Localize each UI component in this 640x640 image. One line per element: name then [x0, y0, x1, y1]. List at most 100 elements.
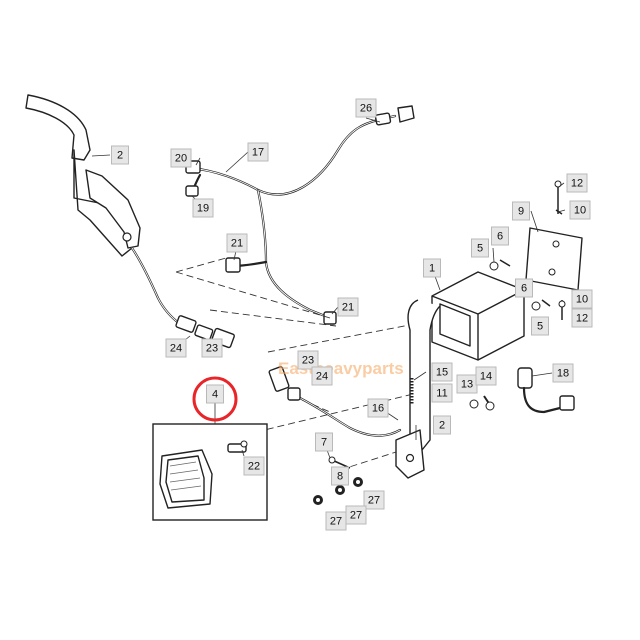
callout-c27a: 27: [363, 490, 385, 510]
callout-c2a: 2: [111, 145, 129, 165]
callout-number: 2: [117, 150, 123, 162]
callout-box: [566, 173, 588, 193]
callout-c18: 18: [552, 363, 574, 383]
fasteners: [313, 456, 363, 505]
callout-box: [337, 297, 359, 317]
callout-c22: 22: [243, 456, 265, 476]
harness-16: [268, 366, 402, 437]
callout-box: [433, 415, 451, 435]
callout-number: 9: [518, 206, 524, 218]
callout-c5b: 5: [531, 316, 549, 336]
callout-number: 12: [576, 313, 588, 325]
callout-c27b: 27: [345, 505, 367, 525]
callout-box: [331, 466, 349, 486]
callout-box: [165, 338, 187, 358]
callout-c19: 19: [192, 198, 214, 218]
callout-box: [206, 384, 224, 404]
callout-number: 10: [574, 205, 586, 217]
hardware: [469, 180, 566, 411]
callout-box: [552, 363, 574, 383]
callout-c26: 26: [355, 98, 377, 118]
callout-number: 27: [368, 495, 380, 507]
callout-box: [423, 258, 441, 278]
callout-c15: 15: [431, 362, 453, 382]
callout-box: [569, 200, 591, 220]
callout-box: [315, 432, 333, 452]
callout-c23b: 23: [297, 350, 319, 370]
callout-c12b: 12: [571, 308, 593, 328]
callout-c23a: 23: [201, 338, 223, 358]
callout-number: 27: [350, 510, 362, 522]
callout-number: 11: [436, 388, 447, 400]
callout-number: 26: [360, 103, 372, 115]
callout-box: [571, 289, 593, 309]
callout-box: [170, 148, 192, 168]
callout-c14: 14: [475, 366, 497, 386]
callout-number: 20: [175, 153, 187, 165]
callout-c5a: 5: [471, 238, 489, 258]
callout-box: [247, 142, 269, 162]
callout-c16: 16: [367, 398, 389, 418]
callout-c2b: 2: [433, 415, 451, 435]
callout-box: [243, 456, 265, 476]
callout-box: [531, 316, 549, 336]
callout-number: 14: [480, 371, 492, 383]
callout-number: 13: [461, 379, 473, 391]
callout-c7: 7: [315, 432, 333, 452]
watermark-text: Eastheavyparts: [278, 359, 404, 378]
callout-number: 23: [302, 355, 314, 367]
callout-c8: 8: [331, 466, 349, 486]
callout-c21a: 21: [226, 233, 248, 253]
callout-number: 12: [571, 178, 583, 190]
callout-c9: 9: [512, 201, 530, 221]
callout-box: [192, 198, 214, 218]
callout-number: 27: [330, 516, 342, 528]
callout-box: [491, 226, 509, 246]
callout-box: [475, 366, 497, 386]
callout-c21b: 21: [337, 297, 359, 317]
callout-box: [512, 201, 530, 221]
callout-box: [515, 278, 533, 298]
callout-box: [431, 362, 453, 382]
callout-number: 5: [477, 243, 483, 255]
callout-box: [363, 490, 385, 510]
callout-number: 8: [337, 471, 343, 483]
callout-box: [571, 308, 593, 328]
callout-number: 10: [576, 294, 588, 306]
callout-box: [297, 350, 319, 370]
callout-number: 21: [342, 302, 354, 314]
callout-number: 6: [497, 231, 503, 243]
callout-number: 5: [537, 321, 543, 333]
frame-arm: [25, 94, 141, 257]
callout-number: 17: [252, 147, 264, 159]
callout-number: 15: [436, 367, 448, 379]
callout-number: 19: [197, 203, 209, 215]
callout-c17: 17: [247, 142, 269, 162]
callout-number: 21: [231, 238, 243, 250]
callout-c10a: 10: [569, 200, 591, 220]
left-harness: [130, 246, 235, 349]
callout-number: 1: [429, 263, 435, 275]
highlight-circle: [192, 376, 238, 422]
callout-number: 16: [372, 403, 384, 415]
callout-box: [325, 511, 347, 531]
callout-box: [471, 238, 489, 258]
callout-c6a: 6: [491, 226, 509, 246]
callout-c1: 1: [423, 258, 441, 278]
main-harness: [185, 105, 415, 325]
callout-c24b: 24: [311, 366, 333, 386]
callout-c10b: 10: [571, 289, 593, 309]
callout-c20: 20: [170, 148, 192, 168]
callout-number: 7: [321, 437, 327, 449]
callout-c24a: 24: [165, 338, 187, 358]
callout-number: 18: [557, 368, 569, 380]
callout-box: [201, 338, 223, 358]
bracket-post: [395, 271, 525, 479]
sensor-18: [517, 367, 575, 414]
callout-box: [367, 398, 389, 418]
callout-number: 6: [521, 283, 527, 295]
callout-box: [431, 383, 453, 403]
callout-box: [226, 233, 248, 253]
